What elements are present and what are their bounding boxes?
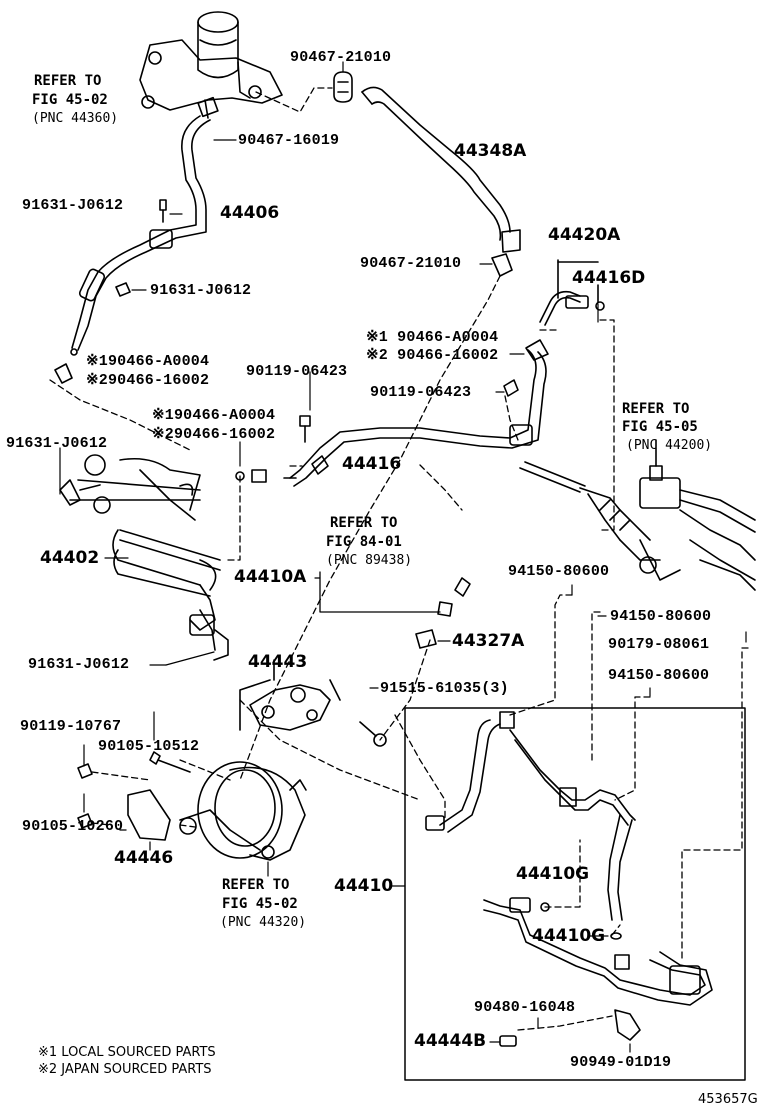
label-90467-21010-second: 90467-21010 (360, 255, 462, 272)
leader-lines (59, 61, 747, 1053)
clamp-drawing-second (491, 253, 513, 277)
reservoir-tank-drawing (139, 11, 283, 119)
diagram-code: 453657G (698, 1092, 758, 1107)
dashed-leader-lines (49, 87, 749, 1031)
refer-to-fig-84-01-line2: FIG 84-01 (326, 534, 402, 550)
label-91631-J0612-d: 91631-J0612 (28, 656, 130, 673)
label-90466-A0004-mid: ※190466-A0004 (152, 407, 276, 424)
label-44443: 44443 (248, 652, 308, 672)
pipe-44420A-drawing (539, 259, 605, 326)
label-44446: 44446 (114, 848, 174, 868)
legend-japan-sourced: ※2 JAPAN SOURCED PARTS (38, 1062, 212, 1077)
label-90466-16002-right: ※2 90466-16002 (366, 347, 499, 364)
label-44410: 44410 (334, 876, 394, 896)
label-90105-10512: 90105-10512 (98, 738, 200, 755)
refer-to-fig-45-05-line3: (PNC 44200) (626, 438, 713, 453)
label-44402: 44402 (40, 548, 100, 568)
refer-to-fig-45-05-line1: REFER TO (622, 401, 690, 417)
clamp-drawing-top (333, 71, 353, 103)
assembly-44410-frame (404, 707, 746, 1081)
label-44348A: 44348A (454, 141, 527, 161)
label-90466-A0004-right: ※1 90466-A0004 (366, 329, 499, 346)
label-90466-A0004-left: ※190466-A0004 (86, 353, 210, 370)
label-90119-10767: 90119-10767 (20, 718, 122, 735)
legend-local-sourced: ※1 LOCAL SOURCED PARTS (38, 1045, 216, 1060)
refer-to-fig-84-01-line1: REFER TO (330, 515, 398, 531)
label-44410A: 44410A (234, 567, 307, 587)
refer-to-fig-45-05-line2: FIG 45-05 (622, 419, 698, 435)
label-44420A: 44420A (548, 225, 621, 245)
refer-to-fig-45-02-top-line3: (PNC 44360) (32, 111, 119, 126)
power-steering-pump-drawing (77, 751, 307, 861)
label-90466-16002-mid: ※290466-16002 (152, 426, 276, 443)
label-91515-61035: 91515-61035(3) (380, 680, 509, 697)
label-90467-21010-top: 90467-21010 (290, 49, 392, 66)
bolt-drawings-b (299, 379, 519, 443)
pipe-44416-drawing (235, 339, 549, 487)
label-90480-16048: 90480-16048 (474, 999, 576, 1016)
refer-to-fig-45-02-top-line2: FIG 45-02 (32, 92, 108, 108)
label-94150-80600-c: 94150-80600 (608, 667, 710, 684)
label-44406: 44406 (220, 203, 280, 223)
refer-to-fig-45-02-bottom-line2: FIG 45-02 (222, 896, 298, 912)
bolt-drawings (54, 199, 167, 384)
label-44410G-upper: 44410G (516, 864, 590, 884)
label-44327A: 44327A (452, 631, 525, 651)
refer-to-fig-84-01-line3: (PNC 89438) (326, 553, 413, 568)
cooler-44402-drawing (59, 454, 229, 661)
label-91631-J0612-b: 91631-J0612 (150, 282, 252, 299)
refer-to-fig-45-02-bottom-line3: (PNC 44320) (220, 915, 307, 930)
label-44410G-lower: 44410G (532, 926, 606, 946)
label-90105-10260: 90105-10260 (22, 818, 124, 835)
small-parts-44410A (359, 577, 471, 747)
hose-44406-drawing (70, 115, 211, 356)
label-90949-01D19: 90949-01D19 (570, 1054, 672, 1071)
bracket-lines-44410A (319, 571, 441, 613)
steering-gear-drawing (519, 439, 756, 591)
label-90119-06423-b: 90119-06423 (370, 384, 472, 401)
hose-44348A-drawing (361, 86, 521, 253)
refer-to-fig-45-02-bottom-line1: REFER TO (222, 877, 290, 893)
label-44444B: 44444B (414, 1031, 487, 1051)
bracket-44443-drawing (239, 659, 341, 731)
label-90119-06423-a: 90119-06423 (246, 363, 348, 380)
hose-assembly-44410-drawing (425, 711, 713, 1047)
label-44416: 44416 (342, 454, 402, 474)
label-90467-16019: 90467-16019 (238, 132, 340, 149)
label-94150-80600-b: 94150-80600 (610, 608, 712, 625)
label-94150-80600-a: 94150-80600 (508, 563, 610, 580)
label-90179-08061: 90179-08061 (608, 636, 710, 653)
label-44416D: 44416D (572, 268, 646, 288)
label-91631-J0612-c: 91631-J0612 (6, 435, 108, 452)
refer-to-fig-45-02-top-line1: REFER TO (34, 73, 102, 89)
label-90466-16002-left: ※290466-16002 (86, 372, 210, 389)
label-91631-J0612-a: 91631-J0612 (22, 197, 124, 214)
